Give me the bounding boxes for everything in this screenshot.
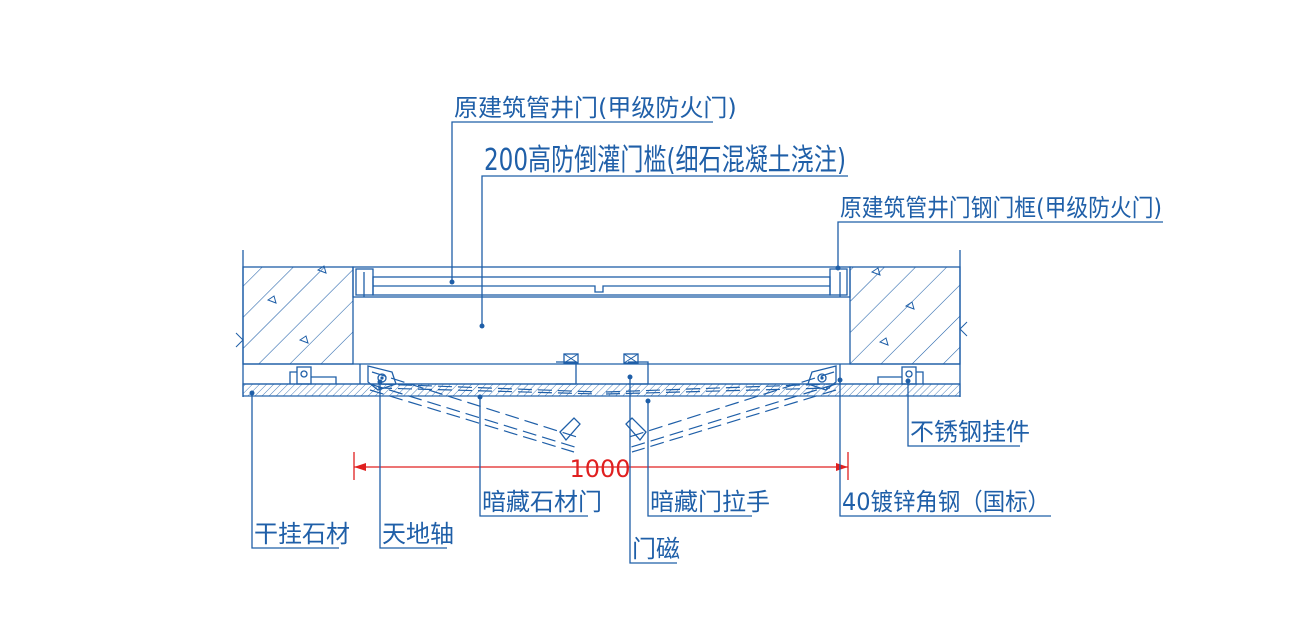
steel-hanger-right xyxy=(877,366,924,385)
label-steel-hanger: 不锈钢挂件 xyxy=(910,418,1030,446)
label-hidden-stone-door: 暗藏石材门 xyxy=(482,488,602,516)
door-magnet-boxes xyxy=(563,353,639,364)
label-hidden-handle: 暗藏门拉手 xyxy=(650,488,770,516)
label-galvanized-angle: 40镀锌角钢（国标） xyxy=(842,488,1050,516)
label-shaft-frame: 原建筑管井门钢门框(甲级防火门) xyxy=(840,194,1162,222)
label-shaft-door: 原建筑管井门(甲级防火门) xyxy=(454,94,737,122)
label-door-magnet: 门磁 xyxy=(632,535,680,563)
hidden-stone-door-open xyxy=(369,371,837,453)
label-dry-hang-stone: 干挂石材 xyxy=(254,520,350,548)
right-wall xyxy=(849,250,968,397)
steel-hanger-left xyxy=(289,366,337,385)
left-wall xyxy=(235,250,354,397)
stone-cladding xyxy=(242,383,961,397)
leaders xyxy=(249,121,1163,564)
dimension-value: 1000 xyxy=(569,455,630,483)
label-threshold: 200高防倒灌门槛(细石混凝土浇注) xyxy=(484,143,846,178)
pivot-hinge-right xyxy=(807,365,837,391)
label-pivot-hinge: 天地轴 xyxy=(382,520,454,548)
galvanized-angle xyxy=(359,361,841,385)
dimension-1000: 1000 xyxy=(353,452,849,483)
shaft-door xyxy=(352,266,851,298)
